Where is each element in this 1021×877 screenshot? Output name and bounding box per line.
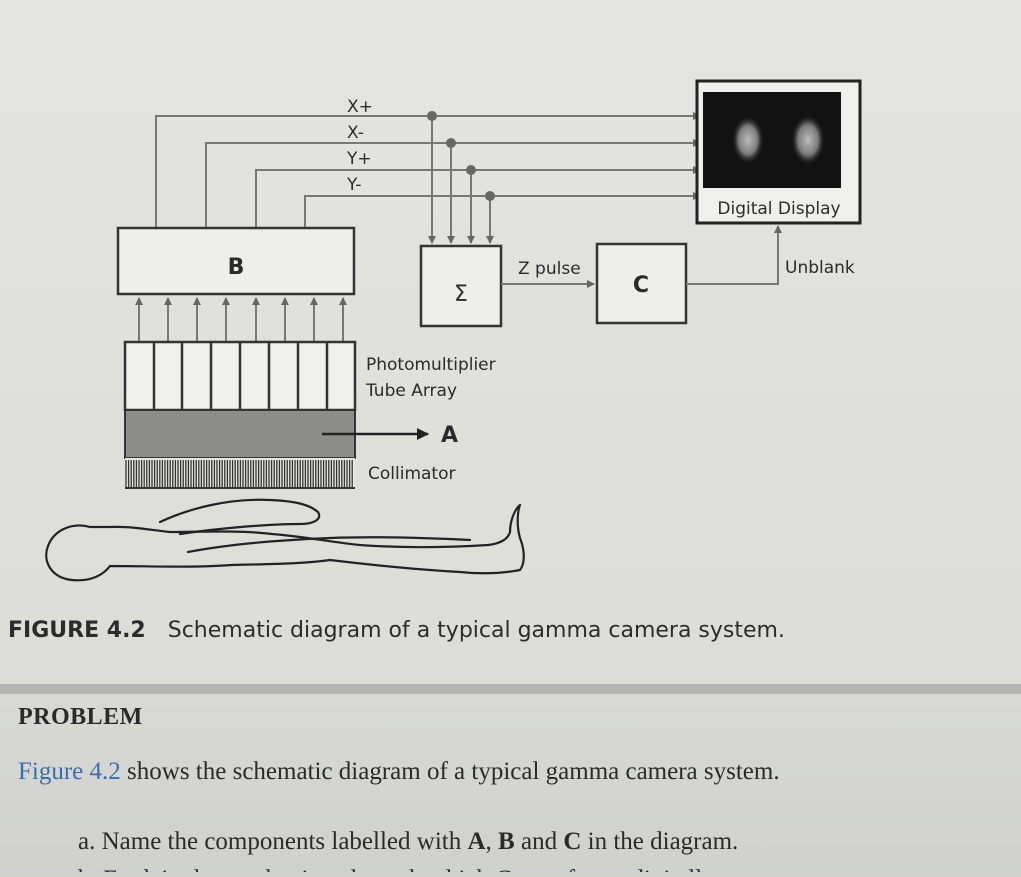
- signal-label-x-minus: X-: [347, 123, 364, 143]
- question-a-sep: ,: [485, 828, 499, 855]
- collimator: [125, 458, 355, 489]
- summing-circuit: [419, 244, 503, 328]
- a-label: A: [441, 423, 458, 448]
- figure-reference-link[interactable]: Figure 4.2: [18, 758, 121, 785]
- pmt-label-line2: Tube Array: [365, 381, 457, 401]
- signal-lines: [155, 112, 701, 244]
- problem-statement-rest: shows the schematic diagram of a typical…: [120, 758, 780, 785]
- question-a-a: A: [467, 828, 486, 855]
- caption-label: FIGURE 4.2: [8, 618, 146, 643]
- block-b: [116, 226, 356, 296]
- question-a-c: C: [563, 828, 582, 855]
- figure-panel: X+ X- Y+ Y- B: [0, 0, 1021, 684]
- patient-outline: [45, 498, 525, 582]
- pmt-to-b-arrows: [135, 297, 347, 342]
- problem-heading: PROBLEM: [18, 704, 143, 730]
- question-a-b: B: [498, 828, 515, 855]
- sigma-symbol: Σ: [454, 282, 468, 307]
- digital-display-label: Digital Display: [717, 199, 840, 219]
- scan-image-left: [732, 116, 764, 164]
- problem-statement: Figure 4.2 shows the schematic diagram o…: [18, 758, 780, 786]
- block-b-label: B: [228, 255, 245, 280]
- pmt-label-line1: Photomultiplier: [366, 355, 496, 375]
- gamma-camera-diagram: X+ X- Y+ Y- B: [45, 79, 862, 582]
- block-c: [595, 242, 688, 325]
- problem-panel: PROBLEM Figure 4.2 shows the schematic d…: [0, 694, 1021, 877]
- unblank-label: Unblank: [785, 258, 855, 278]
- crystal: [124, 409, 356, 459]
- question-a: a. Name the components labelled with A, …: [78, 828, 738, 856]
- caption-text: Schematic diagram of a typical gamma cam…: [167, 618, 785, 643]
- question-a-suffix: in the diagram.: [581, 828, 739, 855]
- question-a-and: and: [514, 828, 564, 855]
- signal-label-y-minus: Y-: [346, 175, 362, 195]
- page-gap: [0, 684, 1021, 694]
- figure-caption: FIGURE 4.2 Schematic diagram of a typical…: [8, 618, 785, 643]
- pmt-array: [123, 340, 357, 412]
- signal-label-x-plus: X+: [347, 97, 373, 117]
- junction-dots: [427, 111, 495, 201]
- block-c-label: C: [633, 273, 649, 298]
- z-pulse-label: Z pulse: [518, 259, 581, 279]
- collimator-label: Collimator: [368, 464, 455, 484]
- unblank-line: [686, 225, 782, 285]
- signal-label-y-plus: Y+: [346, 149, 372, 169]
- question-a-prefix: a. Name the components labelled with: [78, 828, 468, 855]
- scan-image-right: [791, 115, 825, 165]
- question-b-cut: b. Explain the mechanism through which C…: [78, 866, 732, 872]
